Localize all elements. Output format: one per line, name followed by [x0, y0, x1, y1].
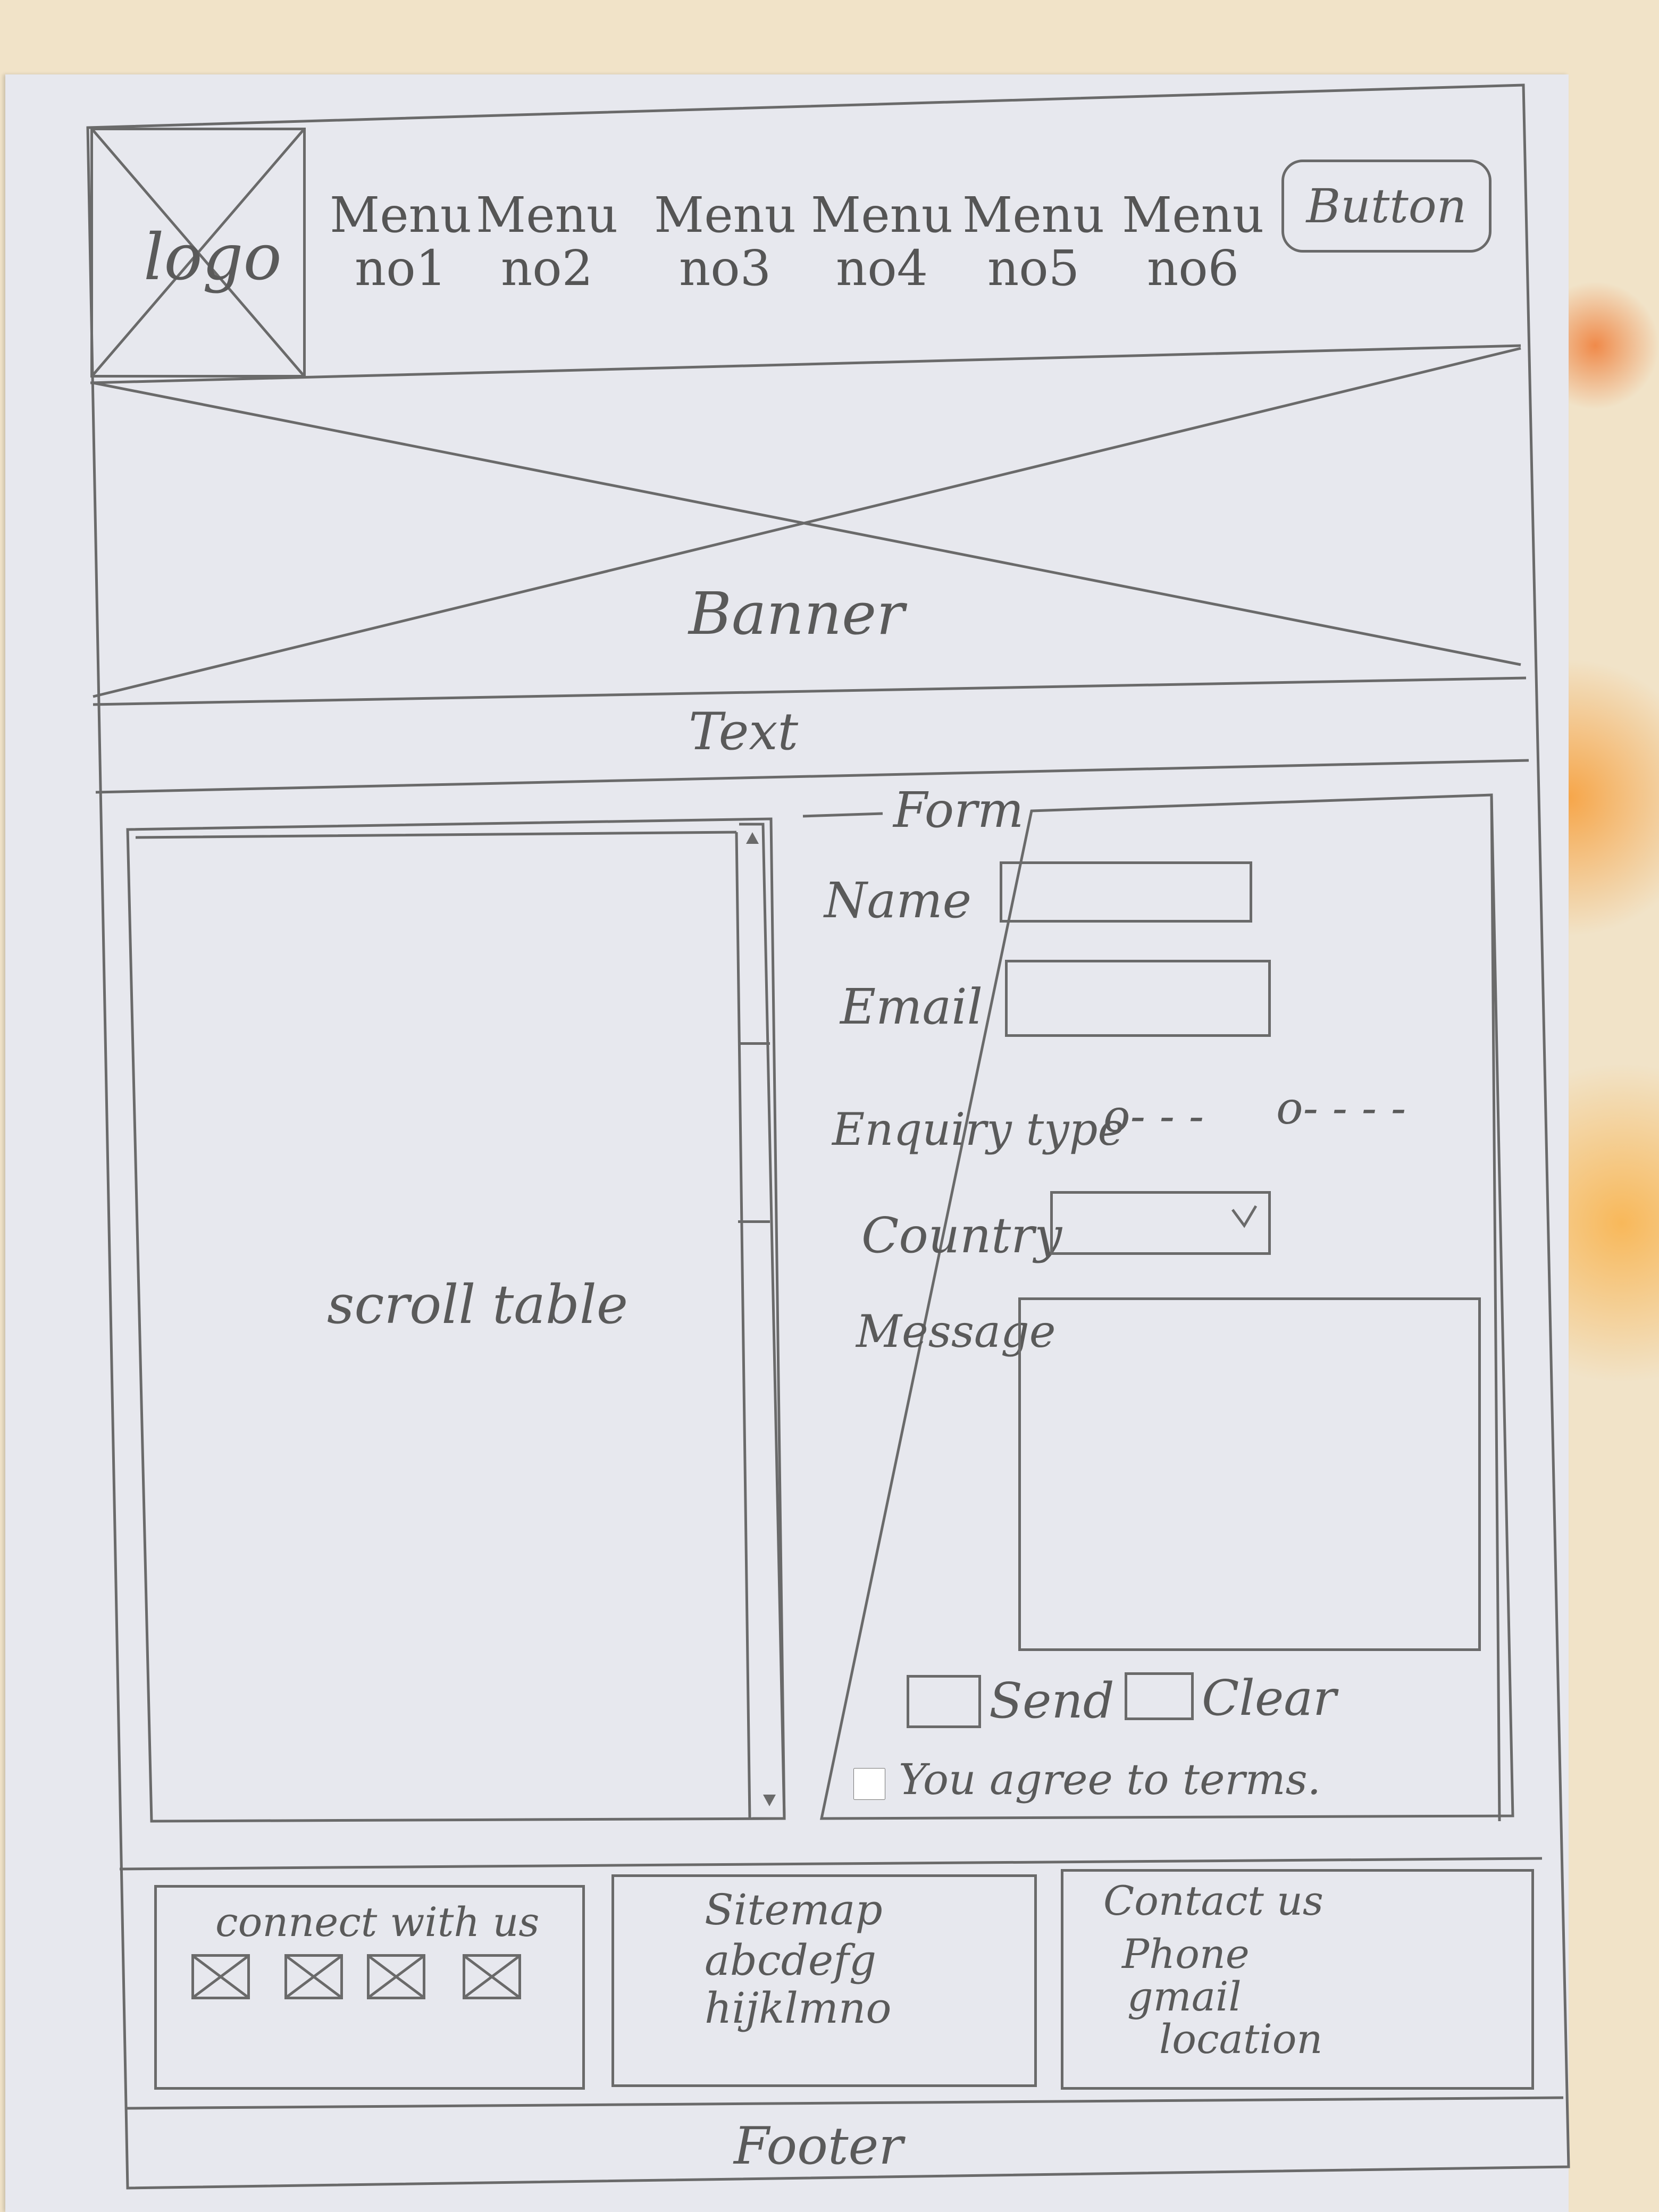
- logo-text: logo: [144, 221, 282, 295]
- menu-number: no5: [987, 240, 1080, 297]
- header-button[interactable]: Button: [1281, 160, 1492, 253]
- banner-label: Banner: [689, 580, 904, 648]
- banner-placeholder: Banner: [90, 346, 1526, 699]
- menu-number: no1: [354, 240, 447, 297]
- scroll-up-arrow-icon[interactable]: [746, 832, 759, 844]
- scroll-table-label: scroll table: [327, 1273, 629, 1336]
- social-icon-1[interactable]: [191, 1954, 250, 1999]
- sitemap-link-1[interactable]: abcdefg: [705, 1936, 877, 1985]
- chevron-down-icon: [1231, 1205, 1258, 1228]
- connect-block: connect with us: [154, 1885, 585, 2090]
- social-icon-2[interactable]: [284, 1954, 343, 1999]
- message-textarea[interactable]: [1018, 1297, 1481, 1651]
- menu-number: no3: [678, 240, 772, 297]
- footer-label: Footer: [734, 2116, 903, 2176]
- country-label: Country: [861, 1207, 1062, 1264]
- menu-label: Menu: [1122, 187, 1264, 244]
- contact-gmail[interactable]: gmail: [1127, 1973, 1242, 2020]
- terms-checkbox[interactable]: [853, 1765, 885, 1803]
- menu-label: Menu: [962, 187, 1105, 244]
- sitemap-link-2[interactable]: hijklmno: [705, 1983, 892, 2033]
- email-label: Email: [840, 978, 983, 1035]
- menu-number: no4: [835, 240, 928, 297]
- terms-label: You agree to terms.: [899, 1755, 1321, 1804]
- menu-item-5[interactable]: Menu no5: [962, 189, 1104, 295]
- sitemap-title: Sitemap: [705, 1885, 883, 1934]
- scroll-table-panel[interactable]: scroll table: [125, 816, 787, 1824]
- enquiry-option-1[interactable]: o- - -: [1103, 1090, 1204, 1142]
- scroll-down-arrow-icon[interactable]: [763, 1795, 776, 1806]
- clear-label: Clear: [1202, 1670, 1337, 1727]
- send-label: Send: [989, 1672, 1115, 1729]
- menu-item-6[interactable]: Menu no6: [1122, 189, 1264, 295]
- connect-title: connect with us: [215, 1898, 540, 1946]
- name-input[interactable]: [1000, 861, 1252, 923]
- scrollbar[interactable]: [736, 822, 790, 1821]
- country-select[interactable]: [1050, 1191, 1271, 1255]
- menu-item-1[interactable]: Menu no1: [330, 189, 472, 295]
- menu-label: Menu: [476, 187, 618, 244]
- menu-item-4[interactable]: Menu no4: [811, 189, 953, 295]
- menu-item-2[interactable]: Menu no2: [476, 189, 618, 295]
- menu-number: no6: [1146, 240, 1239, 297]
- form-panel: Form: [798, 782, 1529, 1824]
- send-button[interactable]: [907, 1675, 981, 1728]
- menu-number: no2: [500, 240, 593, 297]
- clear-button[interactable]: [1125, 1672, 1194, 1720]
- menu-label: Menu: [654, 187, 797, 244]
- text-strip-label: Text: [689, 702, 799, 761]
- logo-placeholder[interactable]: logo: [90, 128, 306, 378]
- sitemap-block: Sitemap abcdefg hijklmno: [611, 1874, 1037, 2087]
- contact-location[interactable]: location: [1159, 2015, 1323, 2063]
- menu-item-3[interactable]: Menu no3: [654, 189, 796, 295]
- contact-title: Contact us: [1103, 1877, 1323, 1924]
- name-label: Name: [824, 872, 972, 929]
- contact-phone[interactable]: Phone: [1122, 1930, 1250, 1978]
- social-icon-4[interactable]: [463, 1954, 521, 1999]
- scroll-thumb[interactable]: [738, 1042, 770, 1223]
- sketch-paper: [5, 74, 1569, 2212]
- form-legend: Form: [893, 782, 1024, 839]
- menu-label: Menu: [330, 187, 472, 244]
- social-icon-3[interactable]: [367, 1954, 425, 1999]
- email-input[interactable]: [1005, 960, 1271, 1037]
- contact-block: Contact us Phone gmail location: [1061, 1869, 1534, 2090]
- menu-label: Menu: [811, 187, 953, 244]
- enquiry-option-2[interactable]: o- - - -: [1276, 1082, 1406, 1134]
- enquiry-type-label: Enquiry type: [832, 1103, 1125, 1155]
